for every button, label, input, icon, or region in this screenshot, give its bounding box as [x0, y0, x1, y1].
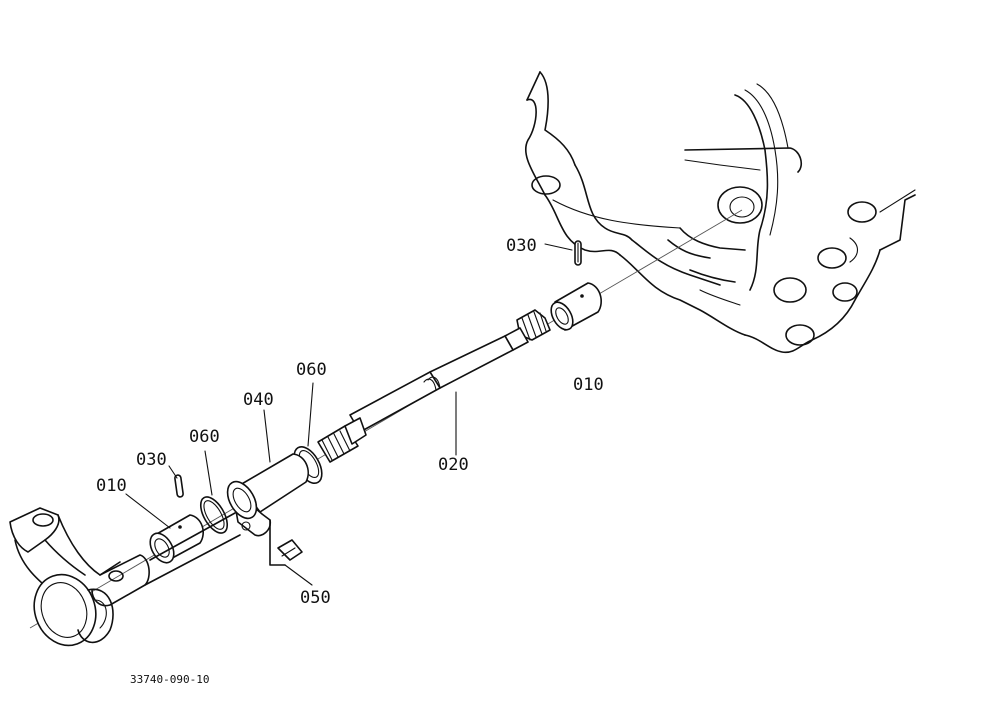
- transmission-case: [524, 71, 916, 354]
- pin-left: [174, 474, 184, 498]
- bushing-right: [550, 282, 602, 331]
- callout-030-right: 030: [506, 236, 537, 256]
- shaft: [317, 309, 551, 463]
- front-axle-bracket: [9, 507, 241, 647]
- callout-020: 020: [438, 455, 469, 475]
- callout-060-upper: 060: [296, 360, 327, 380]
- pin-right: [574, 240, 582, 266]
- o-ring-lower: [199, 496, 229, 534]
- callout-labels: 010 030 020 060 040 060 030 010 050 3374…: [96, 236, 604, 686]
- bolt: [269, 519, 303, 566]
- callout-050: 050: [300, 588, 331, 608]
- callout-010-left: 010: [96, 476, 127, 496]
- callout-010-right: 010: [573, 375, 604, 395]
- assembly-axis: [29, 209, 743, 629]
- drawing-code: 33740-090-10: [130, 673, 209, 686]
- callout-040: 040: [243, 390, 274, 410]
- callout-030-left: 030: [136, 450, 167, 470]
- callout-060-lower: 060: [189, 427, 220, 447]
- sleeve-housing: [226, 453, 309, 537]
- leader-lines: [125, 243, 573, 586]
